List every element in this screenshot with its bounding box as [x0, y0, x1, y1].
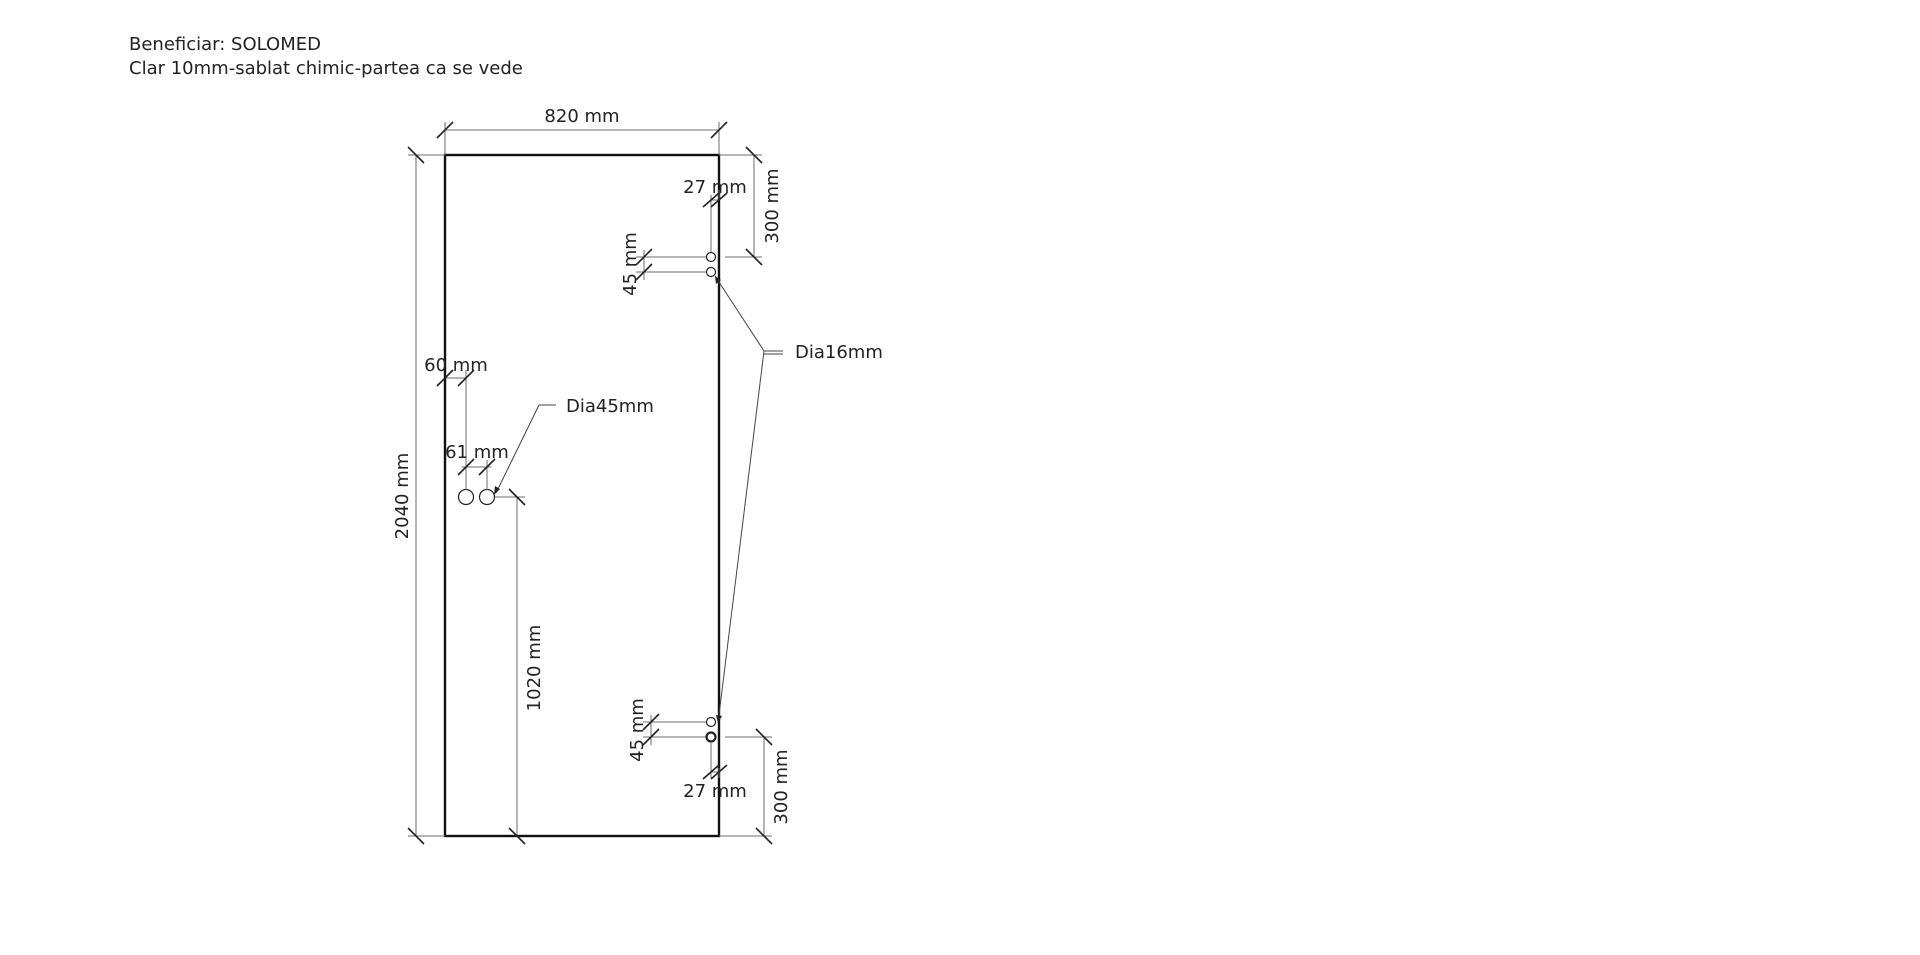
bottom-hinge-hole-2	[705, 731, 717, 743]
top-hinge-spacing-dimension: 45 mm	[620, 232, 706, 296]
small-hole-callout: Dia16mm	[714, 275, 883, 724]
handle-edge-offset-label: 60 mm	[424, 355, 488, 376]
top-hinge-vertical-dimension: 300 mm	[719, 146, 783, 266]
top-hinge-hole-1	[705, 251, 717, 263]
width-dimension: 820 mm	[436, 106, 728, 155]
handle-hole-callout-label: Dia45mm	[566, 396, 654, 417]
small-hole-callout-label: Dia16mm	[795, 342, 883, 363]
bottom-hinge-hole-1	[705, 716, 717, 728]
handle-hole-1	[457, 488, 475, 506]
width-dimension-label: 820 mm	[544, 106, 619, 127]
bottom-hinge-vertical-dimension: 300 mm	[719, 728, 792, 845]
handle-spacing-dimension: 61 mm	[445, 442, 509, 490]
beneficiary-label: Beneficiar: SOLOMED	[129, 34, 321, 55]
handle-spacing-label: 61 mm	[445, 442, 509, 463]
height-dimension-label: 2040 mm	[392, 453, 413, 540]
bottom-hinge-edge-offset-dimension: 27 mm	[683, 742, 747, 802]
handle-height-label: 1020 mm	[524, 625, 545, 712]
bottom-hinge-spacing-dimension: 45 mm	[627, 698, 706, 762]
top-hinge-edge-offset-label: 27 mm	[683, 177, 747, 198]
handle-edge-offset-dimension: 60 mm	[424, 355, 488, 490]
bottom-hinge-spacing-label: 45 mm	[627, 698, 648, 762]
top-hinge-edge-offset-dimension: 27 mm	[683, 177, 747, 257]
glass-spec-label: Clar 10mm-sablat chimic-partea ca se ved…	[129, 58, 523, 79]
top-hinge-hole-2	[705, 266, 717, 278]
bottom-hinge-edge-offset-label: 27 mm	[683, 781, 747, 802]
handle-hole-callout: Dia45mm	[494, 396, 654, 495]
top-hinge-vertical-label: 300 mm	[762, 168, 783, 243]
top-hinge-spacing-label: 45 mm	[620, 232, 641, 296]
bottom-hinge-vertical-label: 300 mm	[771, 749, 792, 824]
handle-height-dimension: 1020 mm	[495, 488, 545, 845]
height-dimension: 2040 mm	[392, 146, 445, 845]
glass-panel-outline	[443, 153, 721, 838]
handle-hole-2	[478, 488, 496, 506]
